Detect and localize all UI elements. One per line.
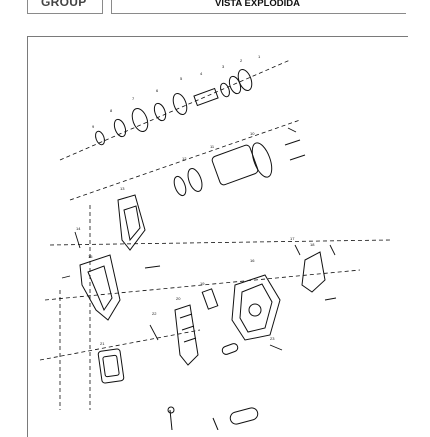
svg-text:23: 23 [270, 336, 275, 341]
front-cover-part [117, 194, 146, 251]
svg-text:12: 12 [182, 156, 187, 161]
svg-text:8: 8 [110, 108, 113, 113]
left-housing-part [79, 254, 121, 321]
svg-text:9: 9 [92, 124, 95, 129]
svg-text:17: 17 [290, 236, 295, 241]
fastener-parts [61, 127, 337, 351]
svg-text:19: 19 [200, 281, 205, 286]
brand-box [27, 0, 103, 14]
svg-text:22: 22 [152, 311, 157, 316]
svg-text:6: 6 [156, 88, 159, 93]
spring-parts [201, 288, 239, 355]
handle-part [174, 304, 199, 366]
svg-text:21: 21 [100, 341, 105, 346]
svg-text:20: 20 [176, 296, 181, 301]
brand-label: GROUP [41, 0, 87, 9]
battery-part [97, 348, 125, 384]
svg-text:14: 14 [76, 226, 81, 231]
svg-text:11: 11 [210, 144, 215, 149]
main-housing-part [231, 274, 281, 341]
right-cap-part [301, 251, 326, 293]
accessory-parts [167, 406, 259, 430]
svg-text:16: 16 [250, 258, 255, 263]
svg-text:4: 4 [200, 71, 203, 76]
title-box [111, 0, 406, 14]
svg-text:10: 10 [250, 131, 255, 136]
svg-text:18: 18 [310, 242, 315, 247]
gear-train-assembly [95, 68, 253, 146]
svg-text:2: 2 [240, 58, 243, 63]
svg-text:3: 3 [222, 64, 225, 69]
drawing-frame [27, 36, 408, 437]
page-title: VISTA EXPLODIDA [215, 0, 300, 9]
svg-text:15: 15 [88, 254, 93, 259]
svg-text:1: 1 [258, 54, 261, 59]
assembly-axis-lines [39, 59, 391, 410]
svg-text:7: 7 [132, 96, 135, 101]
motor-assembly [173, 139, 306, 197]
svg-text:13: 13 [120, 186, 125, 191]
svg-text:5: 5 [180, 76, 183, 81]
